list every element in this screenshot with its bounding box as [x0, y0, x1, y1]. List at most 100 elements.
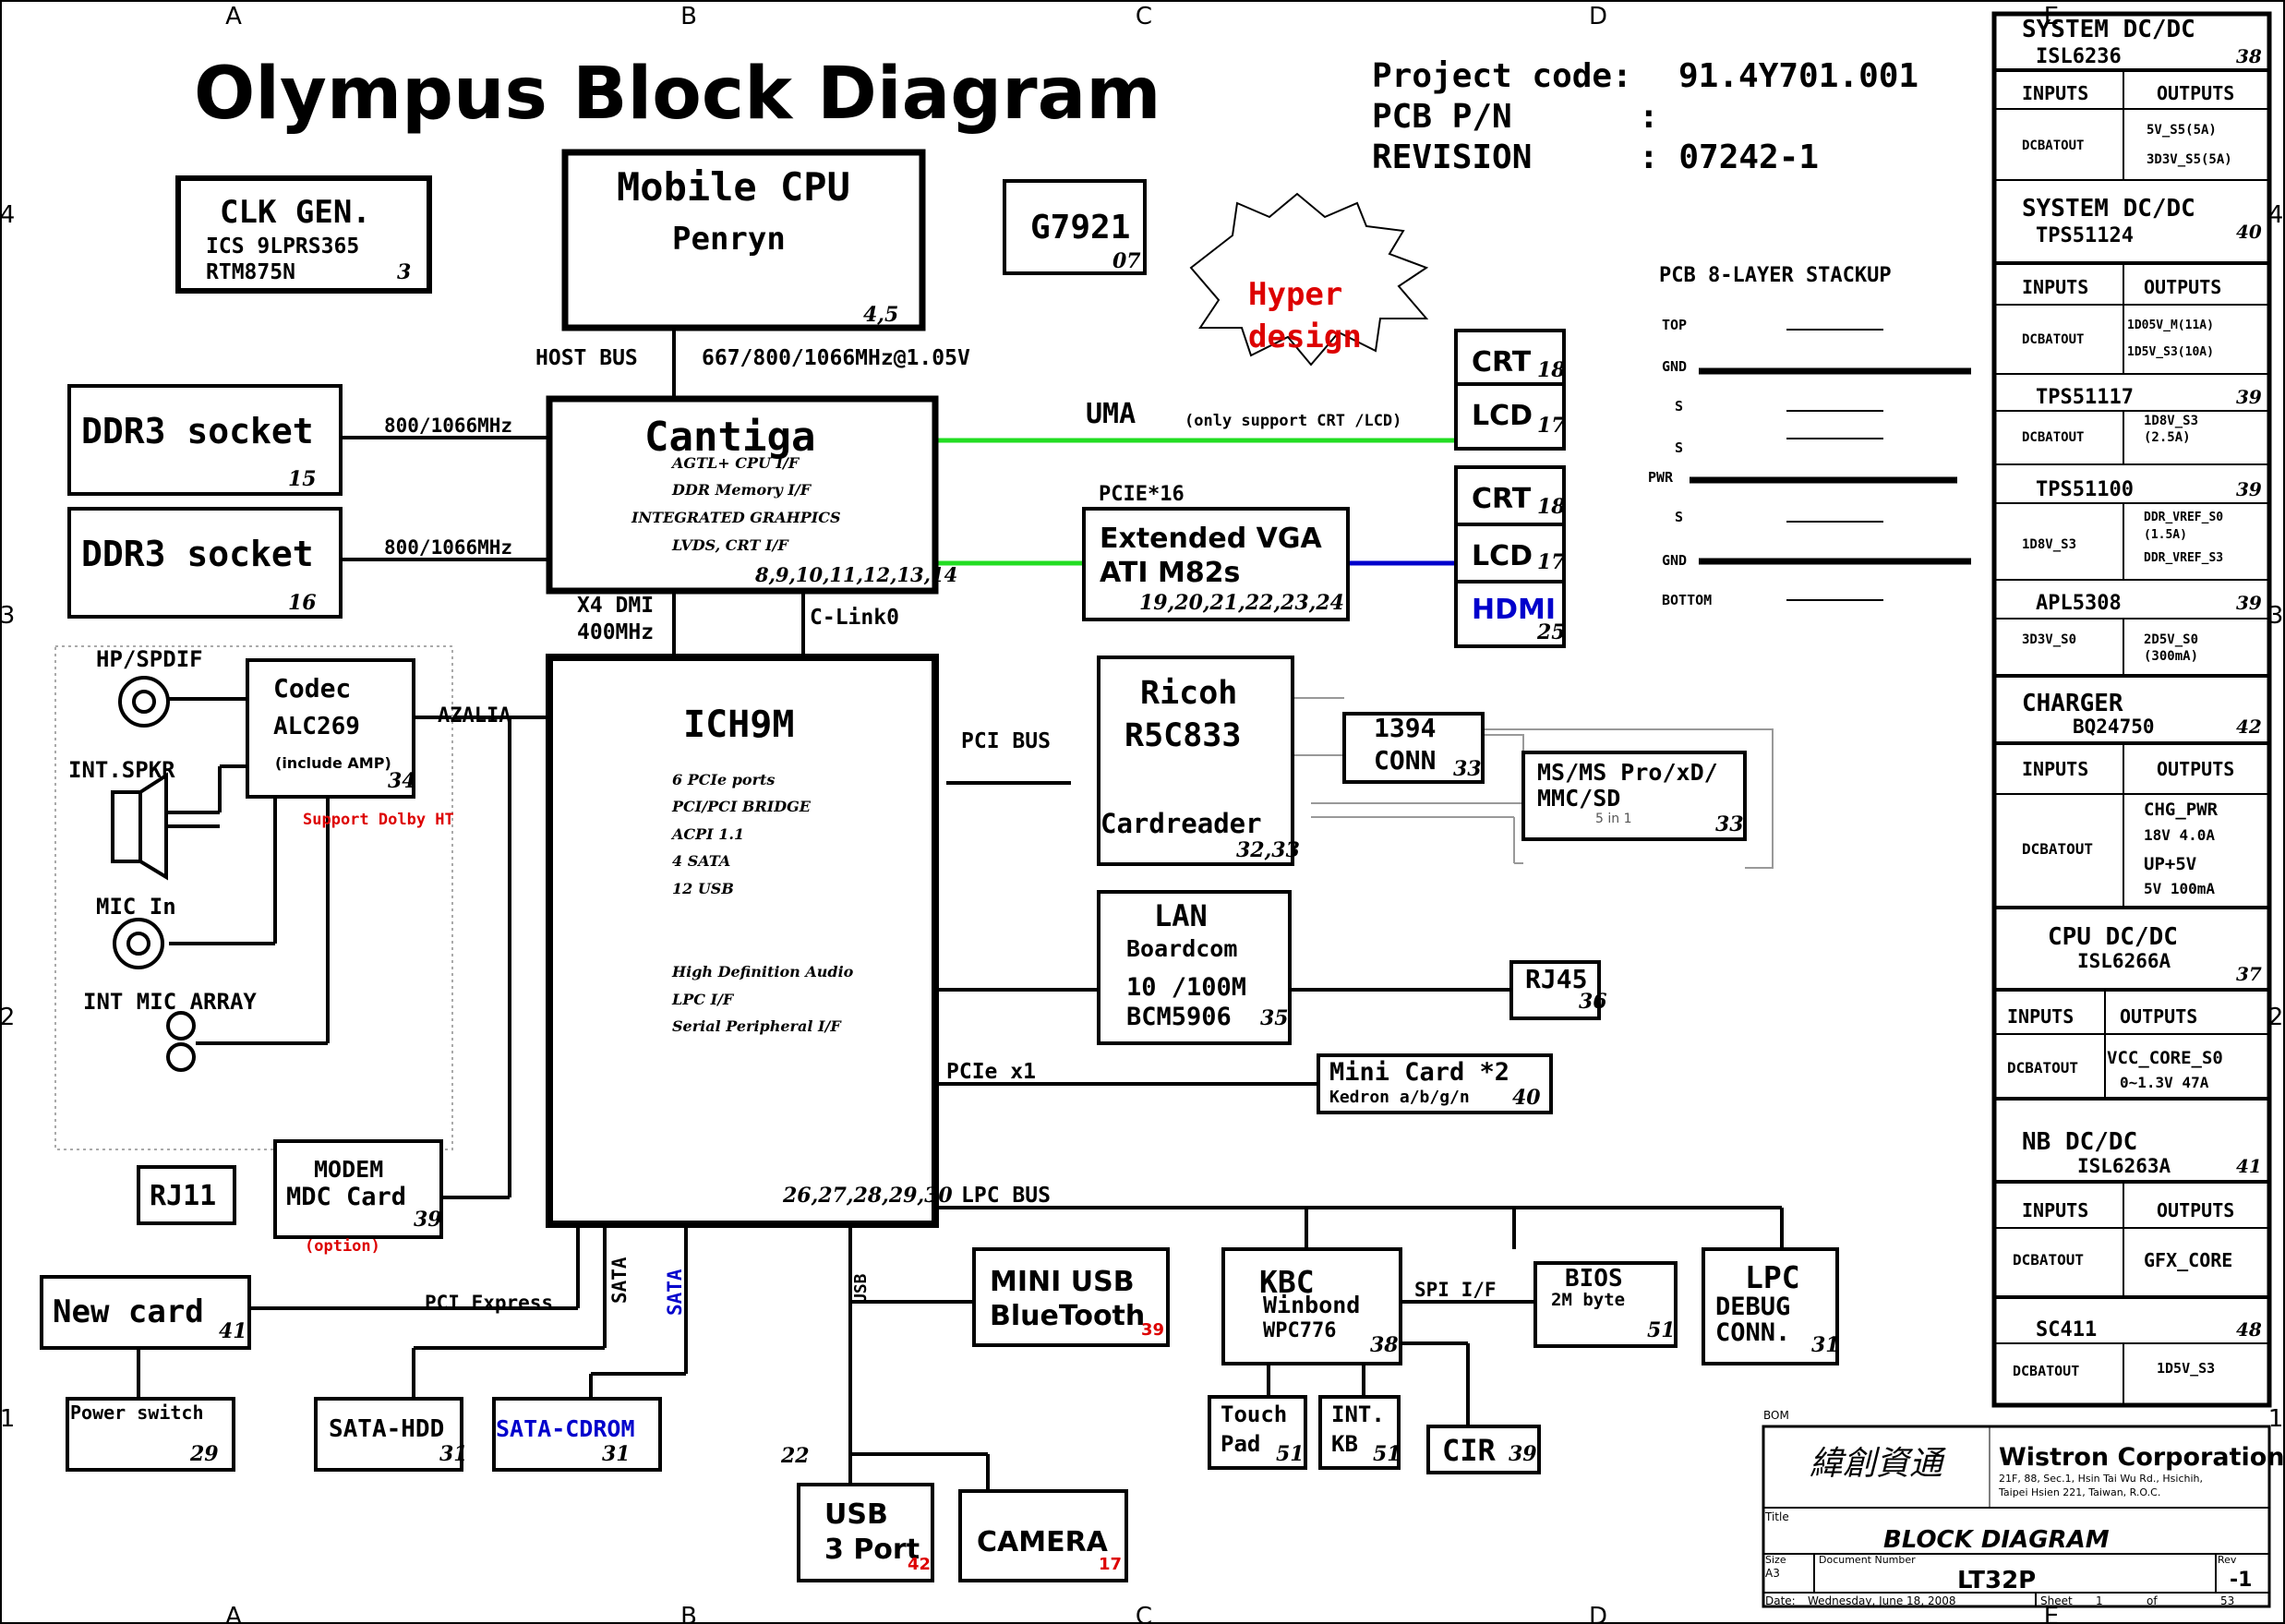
- layer-s-2: S: [1675, 439, 1683, 456]
- pwr-6-out-1: VCC_CORE_S0: [2107, 1048, 2223, 1068]
- pwr-6-outputs: OUTPUTS: [2120, 1005, 2197, 1028]
- cpu-title: Mobile CPU: [617, 164, 850, 210]
- mic-array-icon: [166, 1011, 196, 1041]
- clk-gen-box[interactable]: [175, 175, 432, 294]
- company-addr-1: 21F, 88, Sec.1, Hsin Tai Wu Rd., Hsichih…: [1999, 1473, 2203, 1485]
- stackup-layers: [1690, 329, 1971, 601]
- vga-page: 19,20,21,22,23,24: [1139, 591, 1344, 615]
- vga-box[interactable]: [1082, 507, 1350, 621]
- new-card-box[interactable]: [40, 1275, 251, 1350]
- frame-row-3-left: 3: [0, 602, 15, 630]
- cantiga-box[interactable]: [546, 395, 939, 595]
- cir-box[interactable]: [1426, 1425, 1541, 1474]
- g7921-box[interactable]: [1003, 179, 1147, 275]
- lpc-debug-page: 31: [1811, 1333, 1840, 1357]
- pwr-1-part: TPS51124: [2036, 224, 2134, 247]
- sata-hdd-title: SATA-HDD: [329, 1415, 444, 1443]
- modem-box[interactable]: [273, 1139, 443, 1239]
- crt-1-box[interactable]: [1454, 329, 1566, 386]
- hdmi-box[interactable]: [1454, 580, 1566, 648]
- layer-s-3: S: [1675, 509, 1683, 525]
- clk-gen-line1: ICS 9LPRS365: [206, 235, 359, 259]
- lan-page: 35: [1260, 1006, 1289, 1030]
- pwr-0-page: 38: [2236, 45, 2262, 67]
- lcd-1-page: 17: [1537, 414, 1566, 438]
- power-switch-box[interactable]: [66, 1397, 235, 1472]
- of-label: of: [2147, 1594, 2158, 1607]
- cpu-box[interactable]: [561, 149, 926, 331]
- kbc-page: 38: [1370, 1333, 1399, 1357]
- pwr-1-in: DCBATOUT: [2022, 332, 2084, 347]
- touchpad-box[interactable]: [1208, 1395, 1307, 1470]
- ddr-socket-1-box[interactable]: [67, 384, 343, 496]
- audio-area: [54, 645, 453, 1150]
- lcd-1-box[interactable]: [1454, 382, 1566, 451]
- date-value: Wednesday, June 18, 2008: [1808, 1594, 1956, 1607]
- usb-3-port-page: 42: [908, 1555, 931, 1574]
- pwr-1-inputs: INPUTS: [2022, 276, 2088, 298]
- ms-card-box[interactable]: [1521, 751, 1747, 841]
- dmi-label-1: X4 DMI: [577, 594, 654, 618]
- kbc-box[interactable]: [1221, 1247, 1402, 1365]
- frame-col-c-bottom: C: [1136, 1603, 1152, 1624]
- sheet-label: Sheet: [2040, 1594, 2073, 1607]
- bios-box[interactable]: [1533, 1261, 1678, 1348]
- ddr-socket-1-page: 15: [288, 467, 317, 491]
- pwr-3-out-3: DDR_VREF_S3: [2144, 551, 2223, 565]
- crt-2-box[interactable]: [1454, 465, 1566, 526]
- lan-line1: LAN: [1154, 898, 1208, 933]
- lpc-debug-box[interactable]: [1702, 1247, 1839, 1365]
- pwr-4-title: APL5308: [2036, 592, 2122, 615]
- int-kb-page: 51: [1373, 1442, 1401, 1466]
- pwr-3-out-1: DDR_VREF_S0: [2144, 511, 2223, 524]
- title-label: Title: [1764, 1510, 1789, 1523]
- rj11-box[interactable]: [137, 1165, 236, 1225]
- doc-title: BLOCK DIAGRAM: [1883, 1526, 2110, 1554]
- hyper-line1: Hyper: [1248, 276, 1342, 313]
- frame-col-b-bottom: B: [680, 1603, 697, 1624]
- bios-page: 51: [1647, 1318, 1676, 1342]
- sata-label-2: SATA: [664, 1269, 686, 1316]
- pwr-5-part: BQ24750: [2073, 716, 2155, 738]
- usb-3-port-box[interactable]: [797, 1483, 934, 1582]
- lan-line2: Boardcom: [1126, 935, 1237, 962]
- mini-card-line1: Mini Card *2: [1329, 1058, 1509, 1087]
- company-addr-2: Taipei Hsien 221, Taiwan, R.O.C.: [1998, 1486, 2160, 1498]
- pcb-pn-label: PCB P/N: [1372, 98, 1512, 136]
- ricoh-box[interactable]: [1097, 656, 1294, 866]
- ich-feature-5: 12 USB: [672, 880, 734, 897]
- bios-line1: BIOS: [1565, 1265, 1623, 1293]
- pwr-5-outputs: OUTPUTS: [2157, 758, 2234, 780]
- rj45-box[interactable]: [1509, 960, 1601, 1020]
- int-kb-box[interactable]: [1318, 1395, 1401, 1470]
- conn-1394-box[interactable]: [1342, 712, 1485, 784]
- sata-cdrom-box[interactable]: [492, 1397, 662, 1472]
- usb-3-port-line1: USB: [824, 1498, 888, 1531]
- pwr-0-inputs: INPUTS: [2022, 82, 2088, 104]
- pwr-8-title: SC411: [2036, 1318, 2097, 1341]
- ich9m-box[interactable]: [546, 654, 939, 1228]
- pwr-5-page: 42: [2236, 716, 2262, 738]
- lan-box[interactable]: [1097, 890, 1292, 1045]
- dmi-label-2: 400MHz: [577, 620, 654, 644]
- pcb-pn-sep: :: [1639, 98, 1659, 136]
- sata-hdd-box[interactable]: [314, 1397, 463, 1472]
- codec-box[interactable]: [246, 658, 415, 799]
- ddr-socket-2-box[interactable]: [67, 507, 343, 619]
- pwr-1-out-2: 1D5V_S3(10A): [2127, 345, 2214, 359]
- mini-usb-box[interactable]: [972, 1247, 1170, 1347]
- lan-line4: BCM5906: [1126, 1003, 1232, 1031]
- frame-row-2-right: 2: [2268, 1004, 2284, 1031]
- camera-box[interactable]: [958, 1489, 1128, 1582]
- frame-col-d-top: D: [1589, 3, 1607, 30]
- pwr-2-out-1: 1D8V_S3: [2144, 414, 2198, 428]
- pwr-6-in: DCBATOUT: [2007, 1059, 2078, 1077]
- int-mic-array-label: INT MIC ARRAY: [83, 989, 257, 1015]
- lpc-debug-line1: LPC: [1745, 1259, 1800, 1295]
- mini-usb-line2: BlueTooth: [990, 1300, 1145, 1332]
- power-table: [1991, 11, 2272, 1408]
- ricoh-line1: Ricoh: [1140, 675, 1237, 712]
- mini-card-box[interactable]: [1317, 1053, 1553, 1114]
- pwr-5-out-2: 18V 4.0A: [2144, 826, 2215, 844]
- codec-page: 34: [388, 769, 416, 793]
